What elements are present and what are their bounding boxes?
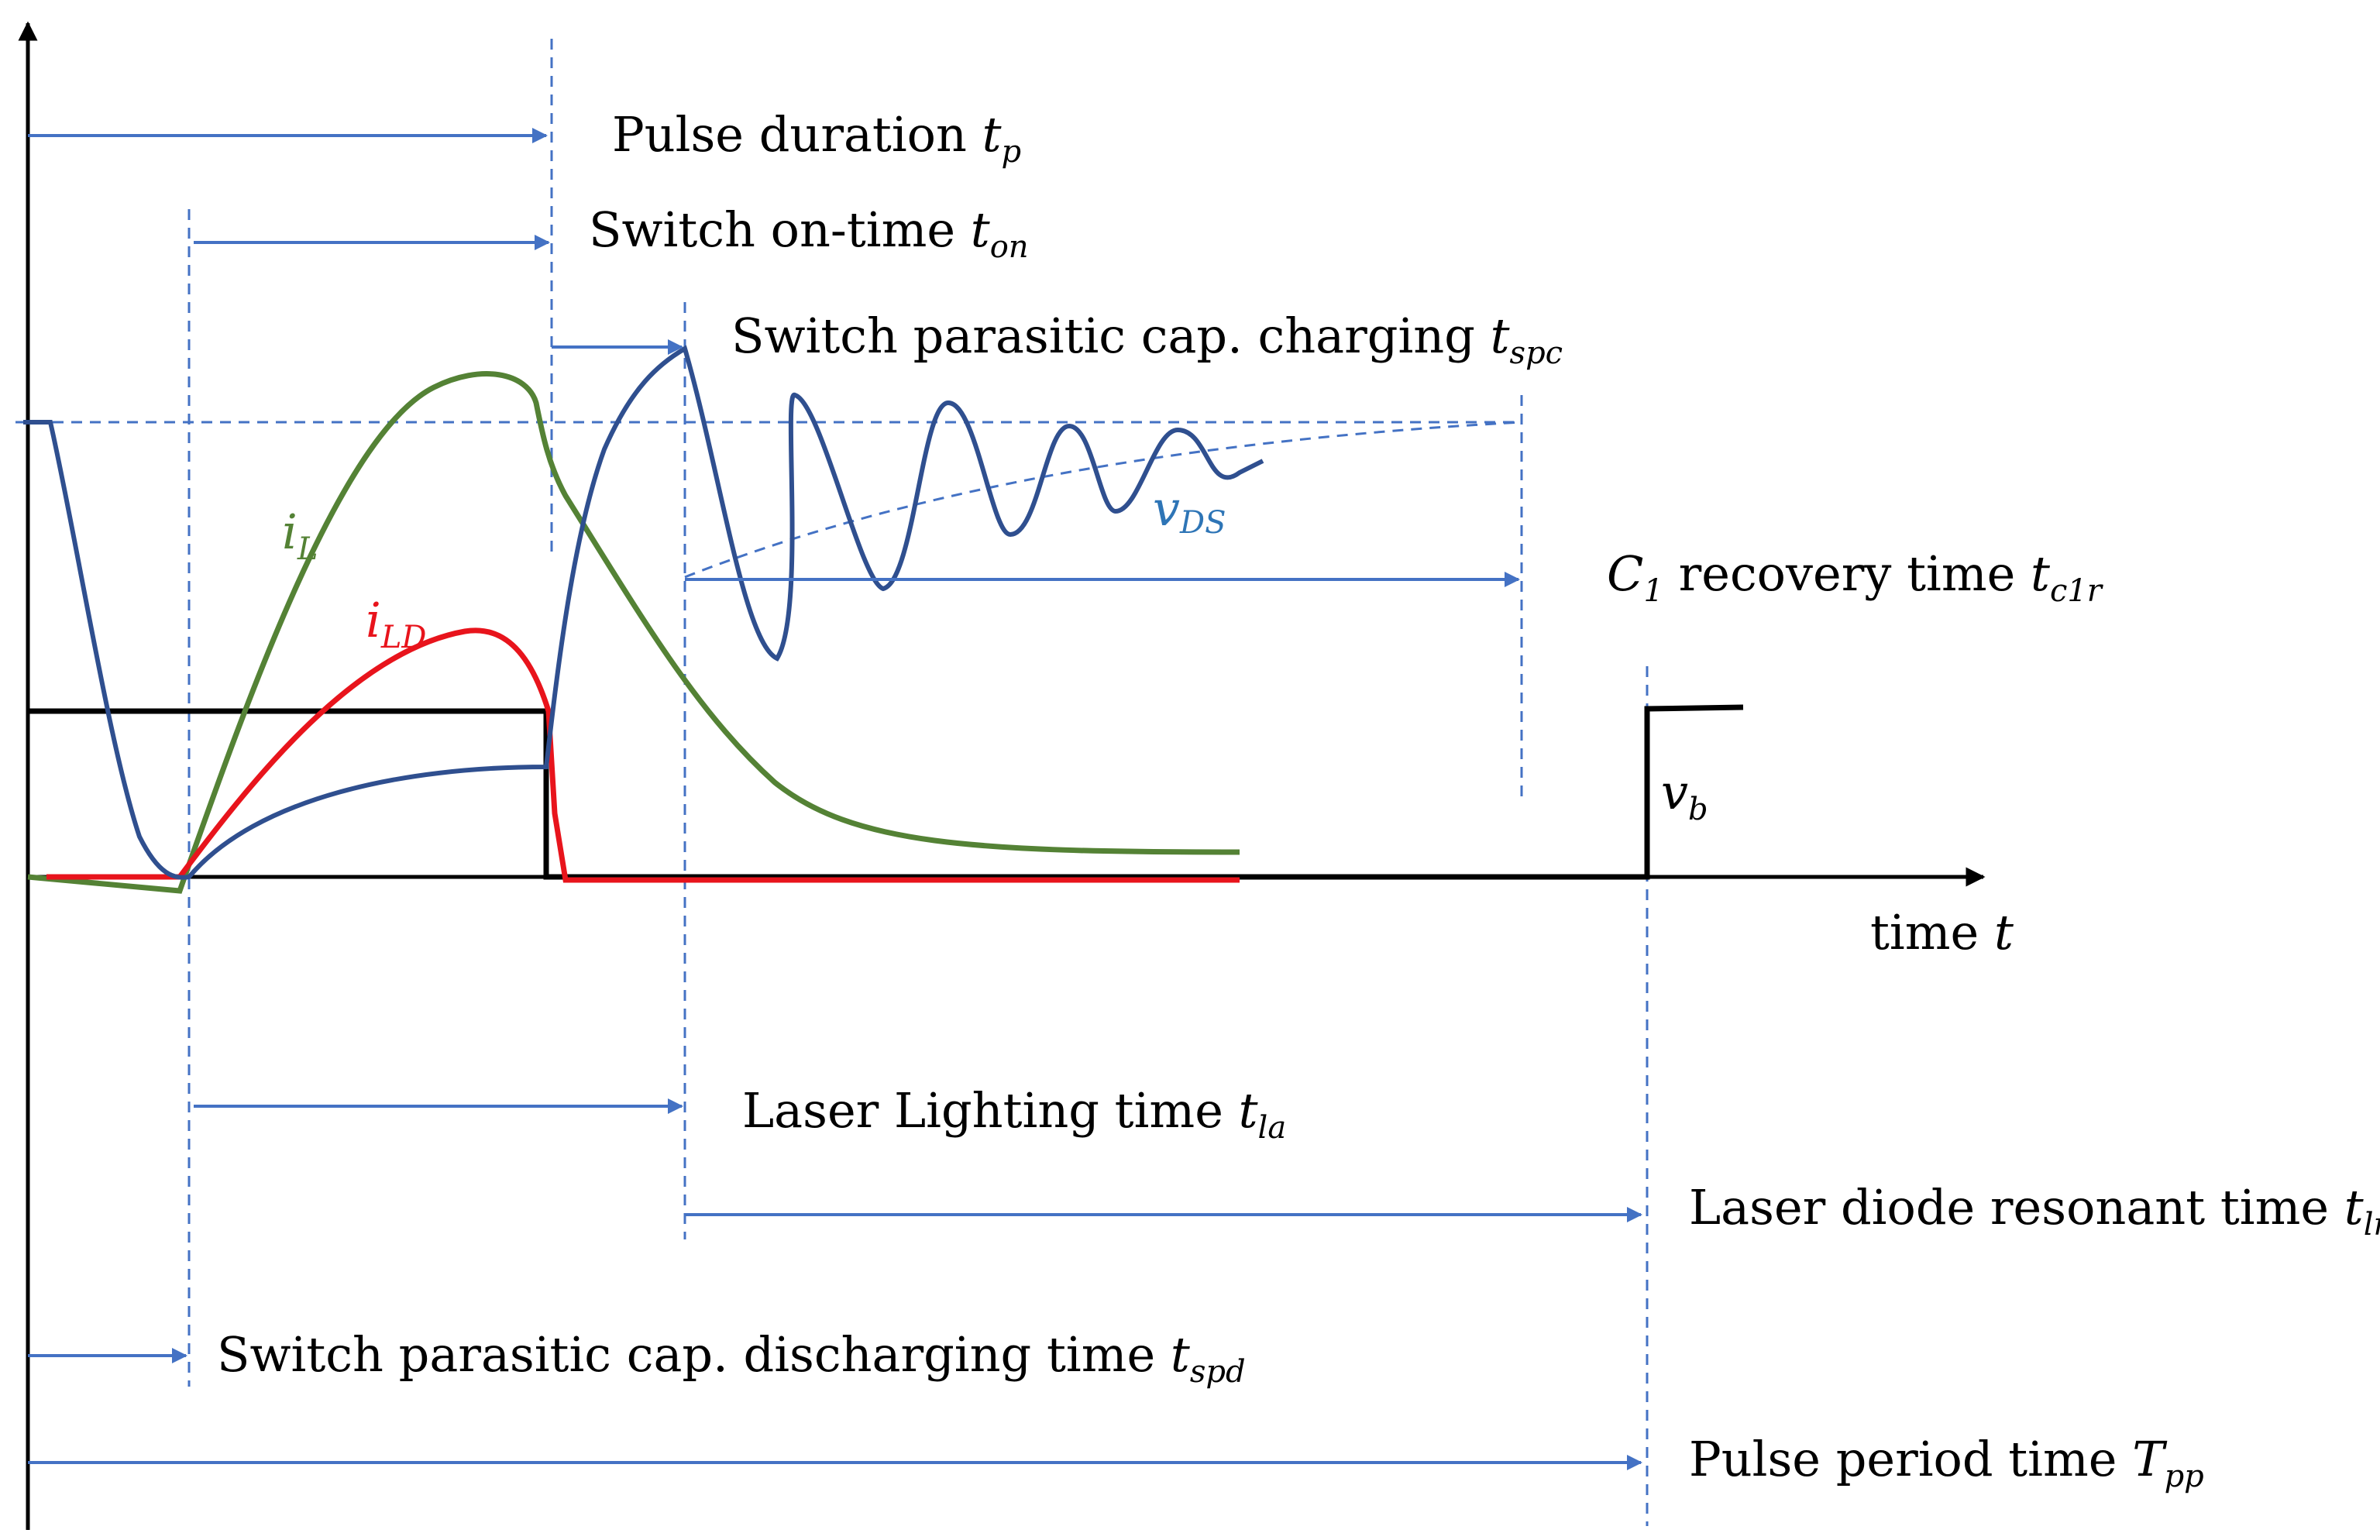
label-il: iL: [282, 504, 318, 567]
label-vb: vb: [1661, 764, 1708, 827]
vb-waveform: [28, 704, 1744, 880]
il-waveform: [27, 371, 1240, 894]
label-spc: Switch parasitic cap. charging tspc: [731, 308, 1563, 371]
x-axis-label: time t: [1870, 904, 2014, 961]
guide-lines: [15, 39, 1649, 1526]
label-laser-lighting: Laser Lighting time tla: [742, 1082, 1286, 1146]
label-ild: iLD: [366, 592, 426, 655]
label-c1-recovery: C1 recovery time tc1r: [1607, 545, 2104, 609]
label-switch-on-time: Switch on-time ton: [589, 201, 1029, 265]
label-pulse-period: Pulse period time Tpp: [1689, 1431, 2204, 1494]
label-ld-resonant: Laser diode resonant time tlr: [1689, 1179, 2380, 1243]
ild-waveform: [46, 627, 1240, 883]
label-spd: Switch parasitic cap. discharging time t…: [217, 1326, 1246, 1390]
label-pulse-duration: Pulse duration tp: [612, 106, 1021, 170]
vds-waveform: [23, 345, 1264, 880]
guide-vds-envelope: [684, 421, 1522, 579]
timing-arrows: [28, 128, 1642, 1470]
label-vds: vDS: [1153, 480, 1226, 541]
